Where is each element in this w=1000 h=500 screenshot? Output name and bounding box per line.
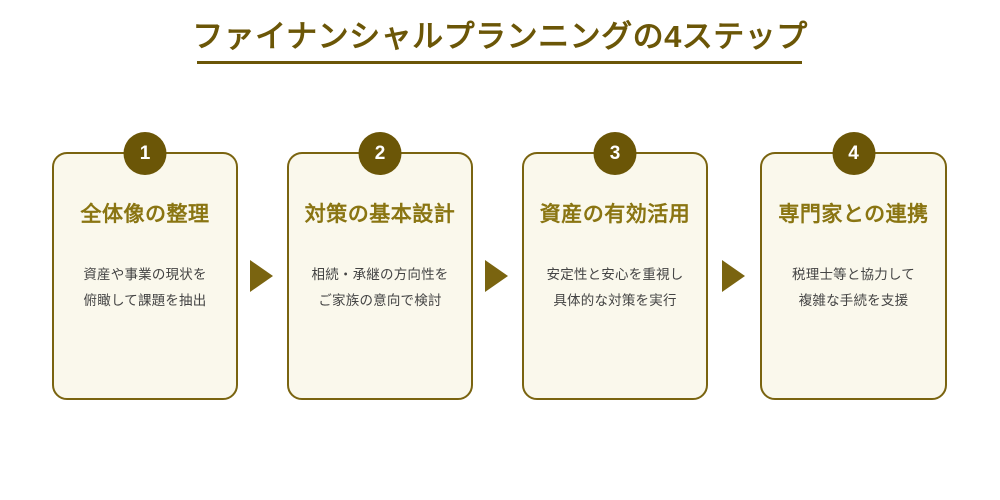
triangle-right-icon bbox=[250, 260, 273, 292]
step-description-line-2: 俯瞰して課題を抽出 bbox=[83, 293, 207, 309]
step-description-2: 相続・承継の方向性を ご家族の意向で検討 bbox=[289, 262, 471, 315]
step-number-badge-4: 4 bbox=[832, 132, 875, 175]
steps-flow: 1 全体像の整理 資産や事業の現状を 俯瞰して課題を抽出 2 対策の基本設計 相… bbox=[0, 132, 1000, 402]
step-description-line-2: 複雑な手続を支援 bbox=[798, 293, 909, 309]
step-card-1[interactable]: 1 全体像の整理 資産や事業の現状を 俯瞰して課題を抽出 bbox=[52, 132, 238, 400]
title-underline bbox=[197, 61, 802, 64]
step-description-1: 資産や事業の現状を 俯瞰して課題を抽出 bbox=[54, 262, 236, 315]
step-card-2[interactable]: 2 対策の基本設計 相続・承継の方向性を ご家族の意向で検討 bbox=[287, 132, 473, 400]
step-number-badge-3: 3 bbox=[593, 132, 637, 175]
step-heading-4: 専門家との連携 bbox=[778, 203, 929, 226]
step-description-line-2: ご家族の意向で検討 bbox=[318, 293, 442, 309]
triangle-right-icon bbox=[722, 260, 745, 292]
step-description-line-2: 具体的な対策を実行 bbox=[553, 293, 677, 309]
step-description-3: 安定性と安心を重視し 具体的な対策を実行 bbox=[524, 262, 706, 315]
step-card-4[interactable]: 4 専門家との連携 税理士等と協力して 複雑な手続を支援 bbox=[760, 132, 947, 400]
step-heading-2: 対策の基本設計 bbox=[304, 203, 456, 226]
page-title: ファイナンシャルプランニングの4ステップ bbox=[192, 19, 808, 54]
step-description-4: 税理士等と協力して 複雑な手続を支援 bbox=[762, 262, 945, 315]
step-heading-3: 資産の有効活用 bbox=[539, 203, 691, 226]
step-card-3[interactable]: 3 資産の有効活用 安定性と安心を重視し 具体的な対策を実行 bbox=[522, 132, 708, 400]
step-description-line-1: 安定性と安心を重視し bbox=[546, 267, 684, 282]
step-description-line-1: 相続・承継の方向性を bbox=[311, 267, 449, 282]
step-number-badge-2: 2 bbox=[358, 132, 402, 175]
triangle-right-icon bbox=[485, 260, 508, 292]
step-description-line-1: 税理士等と協力して bbox=[792, 267, 915, 282]
step-number-badge-1: 1 bbox=[123, 132, 167, 175]
step-heading-1: 全体像の整理 bbox=[80, 203, 210, 226]
title-block: ファイナンシャルプランニングの4ステップ bbox=[0, 18, 1000, 57]
step-description-line-1: 資産や事業の現状を bbox=[83, 267, 207, 282]
